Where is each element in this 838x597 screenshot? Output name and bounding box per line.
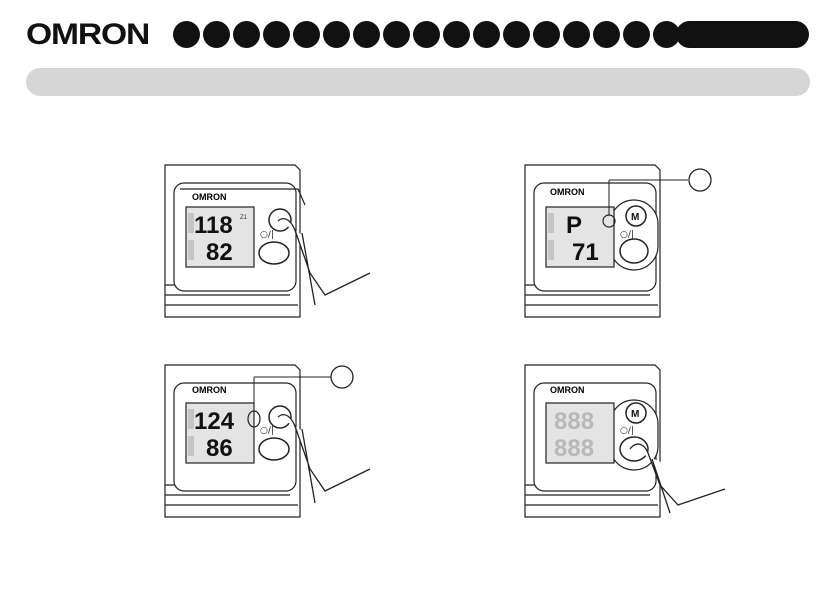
header-dot-strip xyxy=(173,21,680,48)
header-dot xyxy=(593,21,620,48)
monitor-illustration-top-left: OMRON 118 82 Z1 ○/| xyxy=(150,155,380,325)
device-brand: OMRON xyxy=(192,385,227,395)
header-dot xyxy=(353,21,380,48)
lcd-readout-top: 118 xyxy=(194,212,233,239)
lcd-readout-top: 888 xyxy=(554,408,594,435)
power-button[interactable] xyxy=(259,242,289,264)
power-symbol: ○/| xyxy=(260,426,274,436)
header-dot xyxy=(173,21,200,48)
header-dot xyxy=(383,21,410,48)
lcd-readout-top: P xyxy=(566,212,582,239)
device-brand: OMRON xyxy=(550,187,585,197)
lcd-readout-bottom: 71 xyxy=(572,239,599,266)
header-dot xyxy=(533,21,560,48)
header-dot xyxy=(233,21,260,48)
monitor-illustration-top-right: OMRON P 71 M ○/| xyxy=(510,155,740,325)
header-dot xyxy=(623,21,650,48)
section-title-bar xyxy=(26,68,810,96)
callout-circle xyxy=(331,366,353,388)
header-dot xyxy=(263,21,290,48)
header-dot xyxy=(443,21,470,48)
power-symbol: ○/| xyxy=(620,426,634,436)
lcd-readout-top: 124 xyxy=(194,408,235,435)
monitor-illustration-bottom-left: OMRON 124 86 ○/| xyxy=(150,355,380,525)
callout-circle xyxy=(689,169,711,191)
brand-logo: OMRON xyxy=(26,18,149,52)
header-dot xyxy=(563,21,590,48)
header-dot xyxy=(473,21,500,48)
power-symbol: ○/| xyxy=(620,230,634,240)
device-brand: OMRON xyxy=(550,385,585,395)
device-brand: OMRON xyxy=(192,192,227,202)
lcd-readout-bottom: 86 xyxy=(206,435,233,462)
power-symbol: ○/| xyxy=(260,230,274,240)
header-dot xyxy=(413,21,440,48)
header-dot xyxy=(203,21,230,48)
header-dot xyxy=(323,21,350,48)
power-button[interactable] xyxy=(620,239,648,263)
lcd-readout-bottom: 82 xyxy=(206,239,233,266)
memory-button-label: M xyxy=(631,409,639,420)
lcd-readout-bottom: 888 xyxy=(554,435,594,462)
monitor-illustration-bottom-right: OMRON 888 888 M ○/| xyxy=(510,355,740,525)
power-button[interactable] xyxy=(259,438,289,460)
memory-button-label: M xyxy=(631,212,639,223)
header-dot xyxy=(503,21,530,48)
header-dot xyxy=(293,21,320,48)
svg-text:Z1: Z1 xyxy=(240,215,248,221)
header-pill xyxy=(676,21,809,48)
